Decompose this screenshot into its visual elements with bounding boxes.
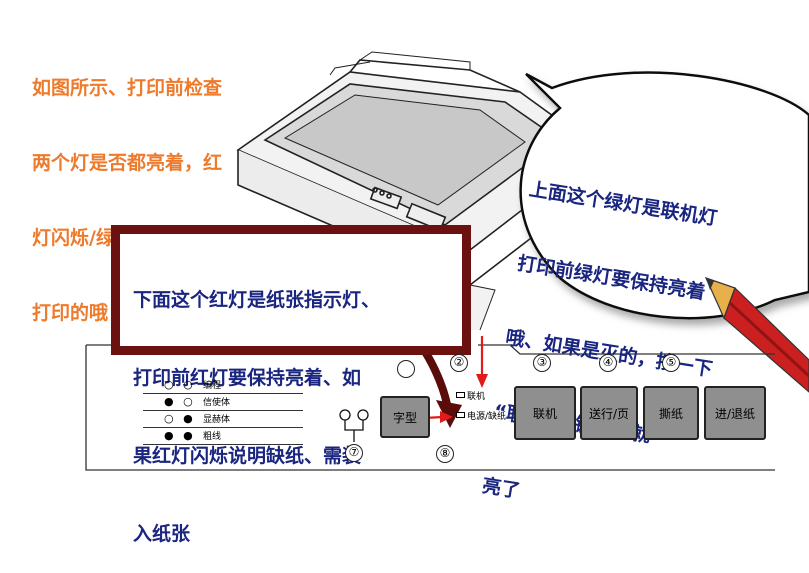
- green-note-line-5: 亮了: [480, 474, 522, 503]
- mode-dots: ● ○: [164, 395, 196, 408]
- mode-row-bold: ● ● 粗线: [143, 427, 303, 445]
- green-note-line-2: 打印前绿灯要保持亮着: [515, 252, 707, 304]
- marker-4: ④: [599, 354, 617, 372]
- marker-2: ②: [450, 354, 468, 372]
- red-light-note-box: [111, 225, 471, 355]
- marker-7: ⑦: [345, 444, 363, 462]
- intro-line-2: 两个灯是否都亮着，红: [32, 152, 223, 174]
- online-led: [456, 392, 465, 398]
- feed-key-button[interactable]: 送行/页: [580, 386, 638, 440]
- intro-line-1: 如图所示、打印前检查: [32, 77, 223, 99]
- green-note-line-1: 上面这个绿灯是联机灯: [527, 178, 719, 230]
- online-led-label: 联机: [467, 392, 486, 402]
- mode-label: 显赫体: [203, 415, 231, 425]
- font-key-button[interactable]: 字型: [380, 396, 430, 438]
- online-key-button[interactable]: 联机: [514, 386, 576, 440]
- red-note-line-1: 下面这个红灯是纸张指示灯、: [133, 289, 381, 311]
- red-note-line-2: 打印前红灯要保持亮着、如: [133, 367, 362, 389]
- mode-row-programming: ○ ○ 编程: [143, 376, 303, 394]
- pencil-icon: [704, 276, 809, 393]
- marker-8: ⑧: [436, 445, 454, 463]
- red-note-line-3: 果红灯闪烁说明缺纸、需装: [133, 445, 362, 467]
- mode-row-prestige: ○ ● 显赫体: [143, 410, 303, 428]
- mode-label: 编程: [203, 381, 222, 391]
- switch-icon: [339, 409, 369, 442]
- tear-key-button[interactable]: 撕纸: [643, 386, 699, 440]
- mode-dots: ● ●: [164, 429, 196, 442]
- mode-dots: ○ ○: [164, 378, 196, 391]
- marker-5: ⑤: [662, 354, 680, 372]
- power-paper-led: [456, 412, 465, 418]
- power-paper-led-label: 电源/缺纸: [467, 412, 507, 422]
- red-light-note: 下面这个红灯是纸张指示灯、 打印前红灯要保持亮着、如 果红灯闪烁说明缺纸、需装 …: [133, 235, 463, 573]
- marker-font-key: [397, 360, 415, 378]
- marker-3: ③: [533, 354, 551, 372]
- intro-line-4: 打印的哦: [32, 302, 109, 324]
- mode-label: 信使体: [203, 398, 231, 408]
- printer-illustration: [85, 51, 809, 471]
- mode-row-courier: ● ○ 信使体: [143, 393, 303, 411]
- speech-bubble: [519, 71, 809, 320]
- advance-key-button[interactable]: 进/退纸: [704, 386, 766, 440]
- mode-dots: ○ ●: [164, 412, 196, 425]
- red-note-line-4: 入纸张: [133, 523, 191, 545]
- mode-label: 粗线: [203, 432, 222, 442]
